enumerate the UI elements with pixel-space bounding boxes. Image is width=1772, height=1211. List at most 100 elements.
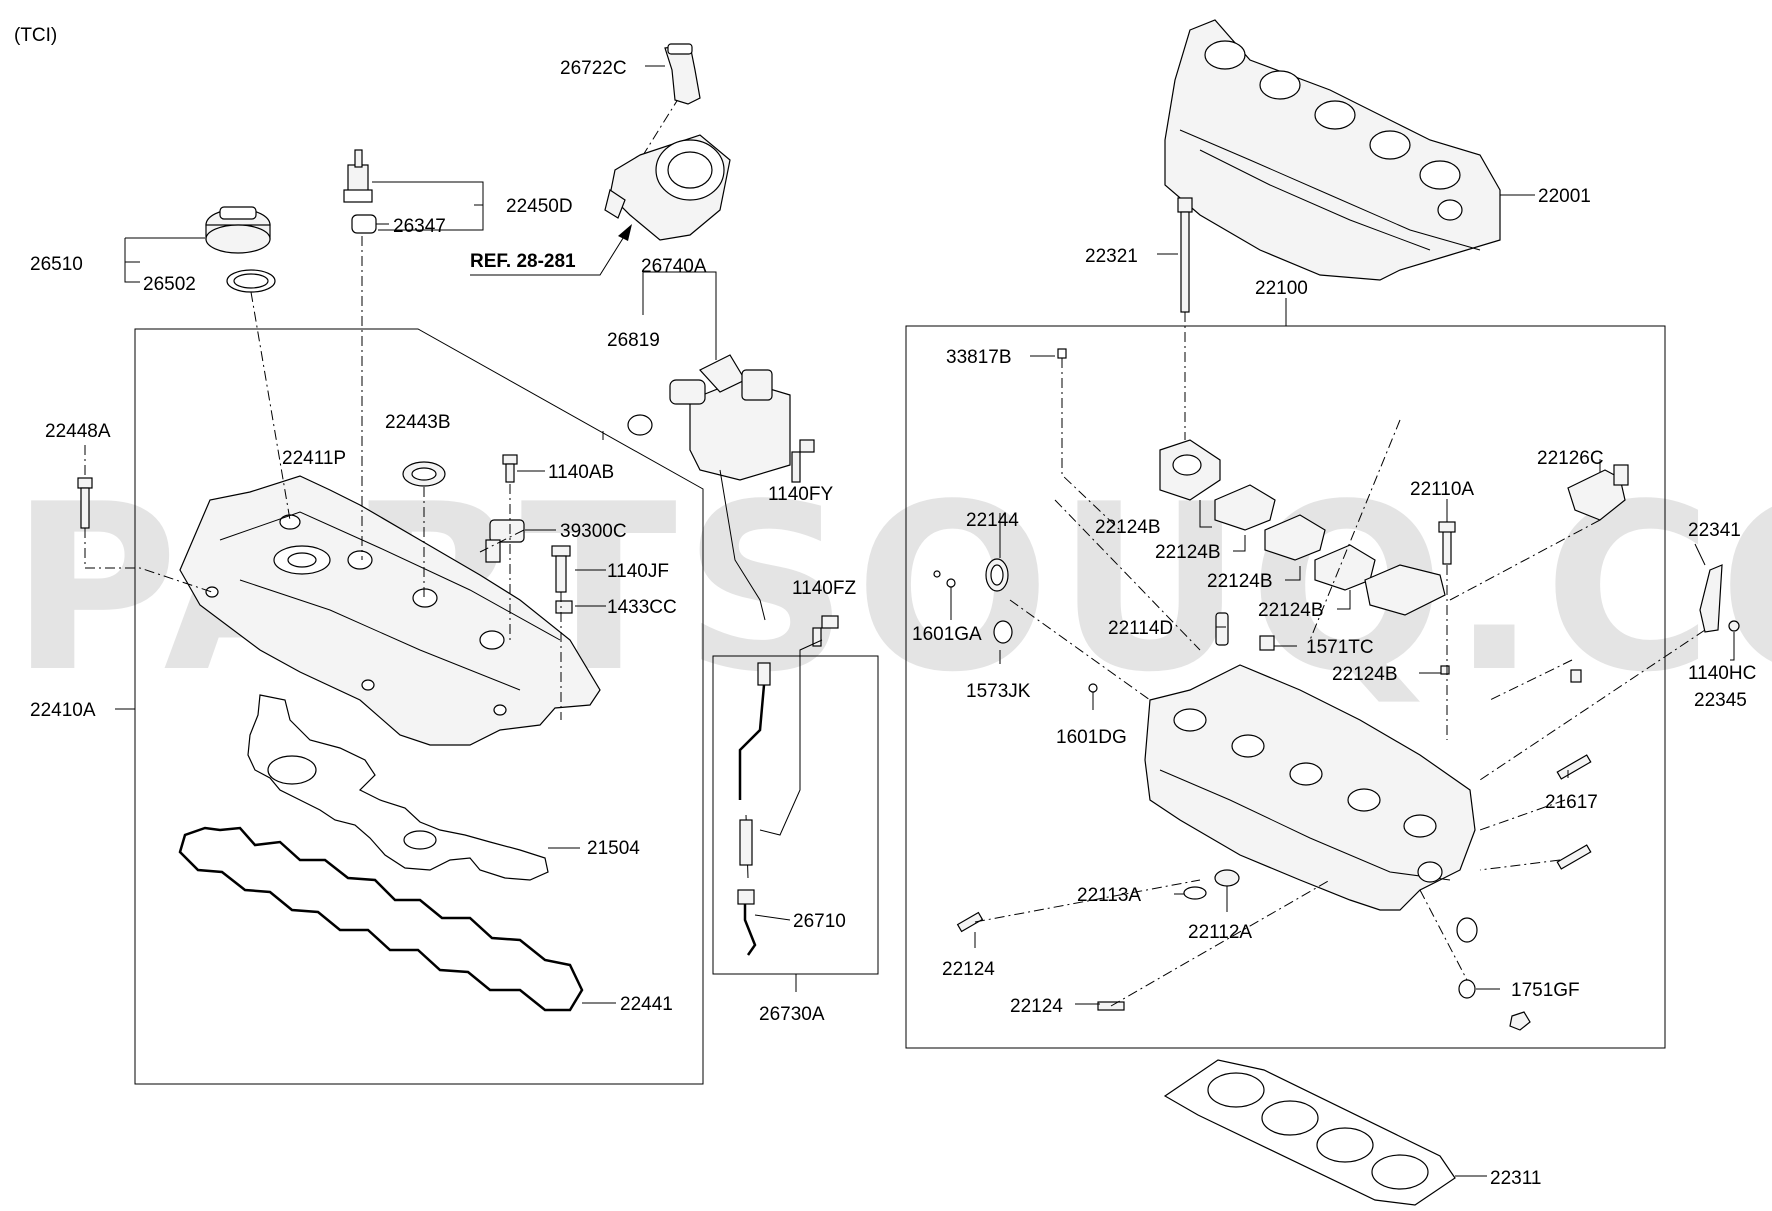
water-outlet-22126C[interactable] xyxy=(1567,464,1629,521)
bolt-1140AB[interactable] xyxy=(502,454,518,483)
label-22114D[interactable]: 22114D xyxy=(1108,618,1173,639)
label-22441[interactable]: 22441 xyxy=(620,994,673,1015)
label-1751GF[interactable]: 1751GF xyxy=(1511,980,1580,1001)
label-1601GA[interactable]: 1601GA xyxy=(912,624,982,645)
plug-1601GA-a[interactable] xyxy=(933,570,941,578)
cylinder-head-assy-top[interactable] xyxy=(1164,19,1501,281)
bracket-22341[interactable] xyxy=(1699,564,1723,633)
plug-1751GF[interactable] xyxy=(1509,1011,1531,1031)
label-22345[interactable]: 22345 xyxy=(1694,690,1747,711)
dowel-33817B[interactable] xyxy=(1057,348,1067,359)
label-1433CC[interactable]: 1433CC xyxy=(607,597,677,618)
cam-cap-1[interactable] xyxy=(1159,439,1221,501)
reference-link[interactable]: REF. 28-281 xyxy=(470,251,576,272)
bolt-1433CC[interactable] xyxy=(555,600,573,614)
oil-return-hose[interactable] xyxy=(737,639,823,956)
seal-1573JK[interactable] xyxy=(993,620,1013,644)
label-21504[interactable]: 21504 xyxy=(587,838,640,859)
stud-21617-b[interactable] xyxy=(1556,844,1592,870)
seal-22112A[interactable] xyxy=(1214,869,1240,887)
label-22450D[interactable]: 22450D xyxy=(506,196,573,217)
label-22001[interactable]: 22001 xyxy=(1538,186,1591,207)
label-22341[interactable]: 22341 xyxy=(1688,520,1741,541)
o-ring-1751GF[interactable] xyxy=(1458,979,1476,999)
pin-22114D[interactable] xyxy=(1215,612,1229,646)
cover-group-box xyxy=(134,328,704,1085)
cylinder-head-cover[interactable] xyxy=(179,475,601,746)
bolt-22110A-head[interactable] xyxy=(1438,521,1456,533)
label-22448A[interactable]: 22448A xyxy=(45,421,111,442)
rocker-cover-gasket[interactable] xyxy=(178,826,584,1012)
label-22126C[interactable]: 22126C xyxy=(1537,448,1604,469)
plug-1601GA-b[interactable] xyxy=(946,578,956,588)
breather-gasket[interactable] xyxy=(351,214,377,234)
separator-o-ring[interactable] xyxy=(627,414,653,436)
cam-cap-5[interactable] xyxy=(1364,564,1446,616)
camshaft-sensor[interactable] xyxy=(485,519,525,563)
bolt-1140FY[interactable] xyxy=(791,439,815,483)
oil-seal-22144[interactable] xyxy=(985,558,1009,592)
pcv-connector[interactable] xyxy=(664,43,701,105)
label-1140FZ[interactable]: 1140FZ xyxy=(792,578,856,599)
label-22443B[interactable]: 22443B xyxy=(385,412,451,433)
spark-plug-gasket[interactable] xyxy=(247,694,549,881)
label-26502[interactable]: 26502 xyxy=(143,274,196,295)
label-26347[interactable]: 26347 xyxy=(393,216,446,237)
label-1601DG[interactable]: 1601DG xyxy=(1056,727,1127,748)
bolt-22110A[interactable] xyxy=(1442,529,1452,565)
stud-22124-1[interactable] xyxy=(956,911,984,933)
label-22144[interactable]: 22144 xyxy=(966,510,1019,531)
label-22321[interactable]: 22321 xyxy=(1085,246,1138,267)
label-22113A[interactable]: 22113A xyxy=(1077,885,1141,906)
bolt-1140FZ[interactable] xyxy=(812,615,839,647)
cam-cap-3[interactable] xyxy=(1264,514,1326,561)
label-22124-1[interactable]: 22124 xyxy=(942,959,995,980)
plug-1751GF-b[interactable] xyxy=(1570,669,1582,683)
label-22124B-1[interactable]: 22124B xyxy=(1095,517,1161,538)
label-22124-2[interactable]: 22124 xyxy=(1010,996,1063,1017)
oil-seal[interactable] xyxy=(402,461,446,487)
plug-1601DG[interactable] xyxy=(1088,683,1098,693)
label-39300C[interactable]: 39300C xyxy=(560,521,627,542)
head-gasket[interactable] xyxy=(1163,1059,1456,1206)
reference-arrowhead xyxy=(618,224,632,241)
label-26730A[interactable]: 26730A xyxy=(759,1004,825,1025)
seal-22113A[interactable] xyxy=(1183,886,1207,900)
cam-cap-2[interactable] xyxy=(1214,484,1276,531)
label-1573JK[interactable]: 1573JK xyxy=(966,681,1031,702)
label-1140AB[interactable]: 1140AB xyxy=(548,462,614,483)
label-1140HC[interactable]: 1140HC xyxy=(1688,663,1756,684)
label-22124B-5[interactable]: 22124B xyxy=(1332,664,1398,685)
label-33817B[interactable]: 33817B xyxy=(946,347,1012,368)
plug-1571TC[interactable] xyxy=(1259,635,1275,651)
label-26510[interactable]: 26510 xyxy=(30,254,83,275)
pcv-hose[interactable] xyxy=(604,134,731,241)
label-22100[interactable]: 22100 xyxy=(1255,278,1308,299)
label-22124B-4[interactable]: 22124B xyxy=(1258,600,1324,621)
label-22411P[interactable]: 22411P xyxy=(282,448,346,469)
breather-plug[interactable] xyxy=(343,149,373,203)
label-22124B-2[interactable]: 22124B xyxy=(1155,542,1221,563)
label-26722C[interactable]: 26722C xyxy=(560,58,627,79)
label-26710[interactable]: 26710 xyxy=(793,911,846,932)
stud-21617[interactable] xyxy=(1556,754,1592,780)
label-22124B-3[interactable]: 22124B xyxy=(1207,571,1273,592)
label-26740A[interactable]: 26740A xyxy=(641,256,707,277)
label-26819[interactable]: 26819 xyxy=(607,330,660,351)
oil-filler-cap[interactable] xyxy=(205,206,271,254)
bolt-1140HC[interactable] xyxy=(1728,620,1740,632)
head-bolt[interactable] xyxy=(1177,197,1193,313)
label-1140JF[interactable]: 1140JF xyxy=(607,561,669,582)
label-22112A[interactable]: 22112A xyxy=(1188,922,1252,943)
cylinder-head[interactable] xyxy=(1144,664,1476,911)
oil-separator[interactable] xyxy=(669,354,791,621)
reference-arrow xyxy=(470,234,626,276)
label-22110A[interactable]: 22110A xyxy=(1410,479,1474,500)
label-1140FY[interactable]: 1140FY xyxy=(768,484,833,505)
label-22410A[interactable]: 22410A xyxy=(30,700,96,721)
label-21617[interactable]: 21617 xyxy=(1545,792,1598,813)
label-22311[interactable]: 22311 xyxy=(1490,1168,1541,1189)
plug-22124B-5[interactable] xyxy=(1440,665,1450,675)
label-1571TC[interactable]: 1571TC xyxy=(1306,637,1374,658)
